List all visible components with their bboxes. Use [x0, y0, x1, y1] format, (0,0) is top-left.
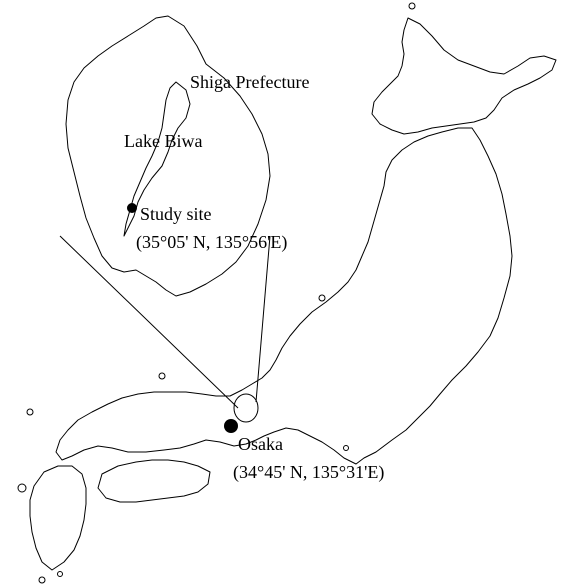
shiga-prefecture-label: Shiga Prefecture: [190, 72, 309, 92]
osaka-coordinates: (34°45' N, 135°31'E): [233, 462, 384, 483]
shikoku-coastline: [97, 459, 211, 503]
study-site-label: Study site: [140, 204, 212, 224]
leader-line-right: [255, 235, 271, 403]
lake-biwa-outline: [123, 81, 191, 237]
leader-line-left: [59, 235, 239, 409]
shiga-prefecture-outline: [65, 15, 271, 297]
lake-biwa-label: Lake Biwa: [124, 131, 202, 151]
island-4: [408, 2, 416, 10]
hokkaido-coastline: [371, 17, 557, 135]
osaka-marker: [224, 419, 238, 433]
island-5: [158, 372, 166, 380]
osaka-label: Osaka: [238, 434, 283, 454]
island-8: [26, 408, 34, 416]
island-7: [343, 445, 349, 451]
study-site-marker: [127, 203, 137, 213]
island-3: [57, 571, 63, 577]
honshu-coastline: [55, 127, 513, 465]
study-site-coordinates: (35°05' N, 135°56'E): [136, 232, 287, 253]
kyushu-coastline: [29, 465, 87, 571]
island-2: [38, 576, 46, 584]
island-6: [318, 294, 326, 302]
island-1: [17, 483, 27, 493]
lake-biwa-main-map: [233, 393, 259, 423]
